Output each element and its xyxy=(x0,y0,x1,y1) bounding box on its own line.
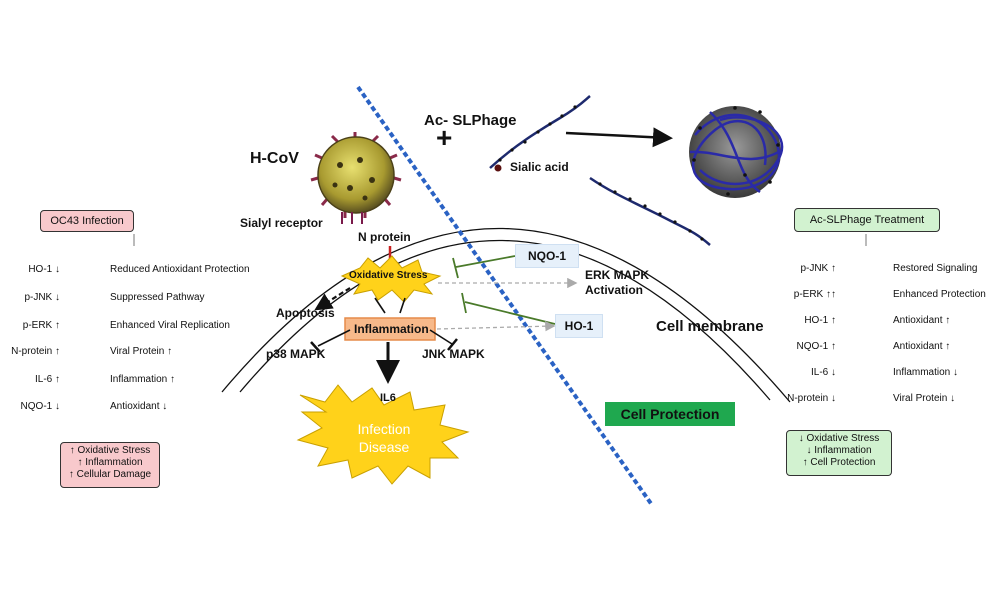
nqo1-box: NQO-1 xyxy=(515,244,579,268)
apoptosis-arrow xyxy=(314,287,351,311)
ox-to-infl-left xyxy=(374,297,386,314)
cell-membrane-outer xyxy=(221,227,791,403)
right-row-value: Inflammation ↓ xyxy=(893,367,959,378)
sialic-acid-dot xyxy=(494,164,502,172)
inhibition-lines xyxy=(452,255,556,325)
left-row-key: HO-1 ↓ xyxy=(28,264,60,275)
receptor-label: Sialyl receptor xyxy=(240,216,323,230)
jnk-link xyxy=(429,329,453,345)
left-row-value: Reduced Antioxidant Protection xyxy=(110,264,250,275)
right-row-value: Viral Protein ↓ xyxy=(893,393,956,404)
left-row-key: N-protein ↑ xyxy=(11,346,60,357)
right-row-value: Antioxidant ↑ xyxy=(893,315,951,326)
sialic-acid-label: Sialic acid xyxy=(510,160,569,174)
oxidative-stress-label: Oxidative Stress xyxy=(349,270,428,281)
right-summary-line: ↓ Inflammation xyxy=(806,445,872,456)
ox-to-infl-right xyxy=(399,297,406,314)
right-row-key: NQO-1 ↑ xyxy=(796,341,836,352)
phage-chain-lower xyxy=(589,176,711,246)
virus-illustration xyxy=(310,132,402,224)
binding-arrow xyxy=(565,127,673,148)
right-row-key: p-ERK ↑↑ xyxy=(793,289,836,300)
left-summary-box: ↑ Oxidative Stress ↑ Inflammation ↑ Cell… xyxy=(60,442,160,488)
right-row-key: p-JNK ↑ xyxy=(800,263,836,274)
infection-disease-star xyxy=(296,384,470,485)
right-row-value: Restored Signaling xyxy=(893,263,978,274)
left-row-value: Suppressed Pathway xyxy=(110,292,205,303)
right-row-value: Antioxidant ↑ xyxy=(893,341,951,352)
left-summary-line: ↑ Inflammation xyxy=(77,457,143,468)
left-row-value: Viral Protein ↑ xyxy=(110,346,173,357)
phage-label: Ac- SLPhage xyxy=(424,112,517,129)
right-row-key: N-protein ↓ xyxy=(787,393,836,404)
right-row-value: Enhanced Protection xyxy=(893,289,986,300)
left-panel-title: OC43 Infection xyxy=(40,210,134,232)
left-row-key: IL-6 ↑ xyxy=(34,374,60,385)
virus-label: H-CoV xyxy=(250,150,299,167)
ho1-box: HO-1 xyxy=(555,314,603,338)
phage-chain-top xyxy=(489,95,591,169)
right-row-key: HO-1 ↑ xyxy=(804,315,836,326)
left-summary-line: ↑ Cellular Damage xyxy=(68,469,152,480)
infl-to-ho1-arrow xyxy=(436,321,556,332)
infection-disease-label: Infection Disease xyxy=(346,420,422,456)
infection-label: Infection xyxy=(357,421,411,437)
n-protein-label: N protein xyxy=(358,230,411,244)
plus-sign: + xyxy=(436,122,453,153)
p38-label: p38 MAPK xyxy=(266,347,326,361)
disease-label: Disease xyxy=(358,439,410,455)
inflammation-box xyxy=(344,317,436,341)
jnk-label: JNK MAPK xyxy=(422,347,485,361)
right-row-key: IL-6 ↓ xyxy=(810,367,836,378)
cell-membrane-inner xyxy=(239,239,771,401)
left-row-key: NQO-1 ↓ xyxy=(20,401,60,412)
inflammation-label: Inflammation xyxy=(354,322,429,336)
right-summary-line: ↓ Oxidative Stress xyxy=(798,433,880,444)
apoptosis-label: Apoptosis xyxy=(276,306,335,320)
right-summary-box: ↓ Oxidative Stress ↓ Inflammation ↑ Cell… xyxy=(786,430,892,476)
cell-protection-badge: Cell Protection xyxy=(605,402,735,426)
right-summary-line: ↑ Cell Protection xyxy=(802,457,876,468)
cell-membrane-label: Cell membrane xyxy=(656,318,764,335)
erk-label: ERK MAPK xyxy=(585,268,650,282)
coated-virus-illustration xyxy=(689,106,784,198)
divider-line xyxy=(356,85,654,507)
left-row-value: Antioxidant ↓ xyxy=(110,401,168,412)
left-row-value: Enhanced Viral Replication xyxy=(110,320,230,331)
erk-activation-label: ERK MAPK Activation xyxy=(585,268,649,298)
il6-label: IL6 xyxy=(380,392,396,404)
left-row-value: Inflammation ↑ xyxy=(110,374,176,385)
left-row-key: p-JNK ↓ xyxy=(24,292,60,303)
left-row-key: p-ERK ↑ xyxy=(22,320,60,331)
right-panel-title: Ac-SLPhage Treatment xyxy=(794,208,940,232)
p38-link xyxy=(317,329,351,347)
left-summary-line: ↑ Oxidative Stress xyxy=(69,445,151,456)
oxidative-stress-star xyxy=(340,255,442,303)
activation-label: Activation xyxy=(585,283,644,297)
